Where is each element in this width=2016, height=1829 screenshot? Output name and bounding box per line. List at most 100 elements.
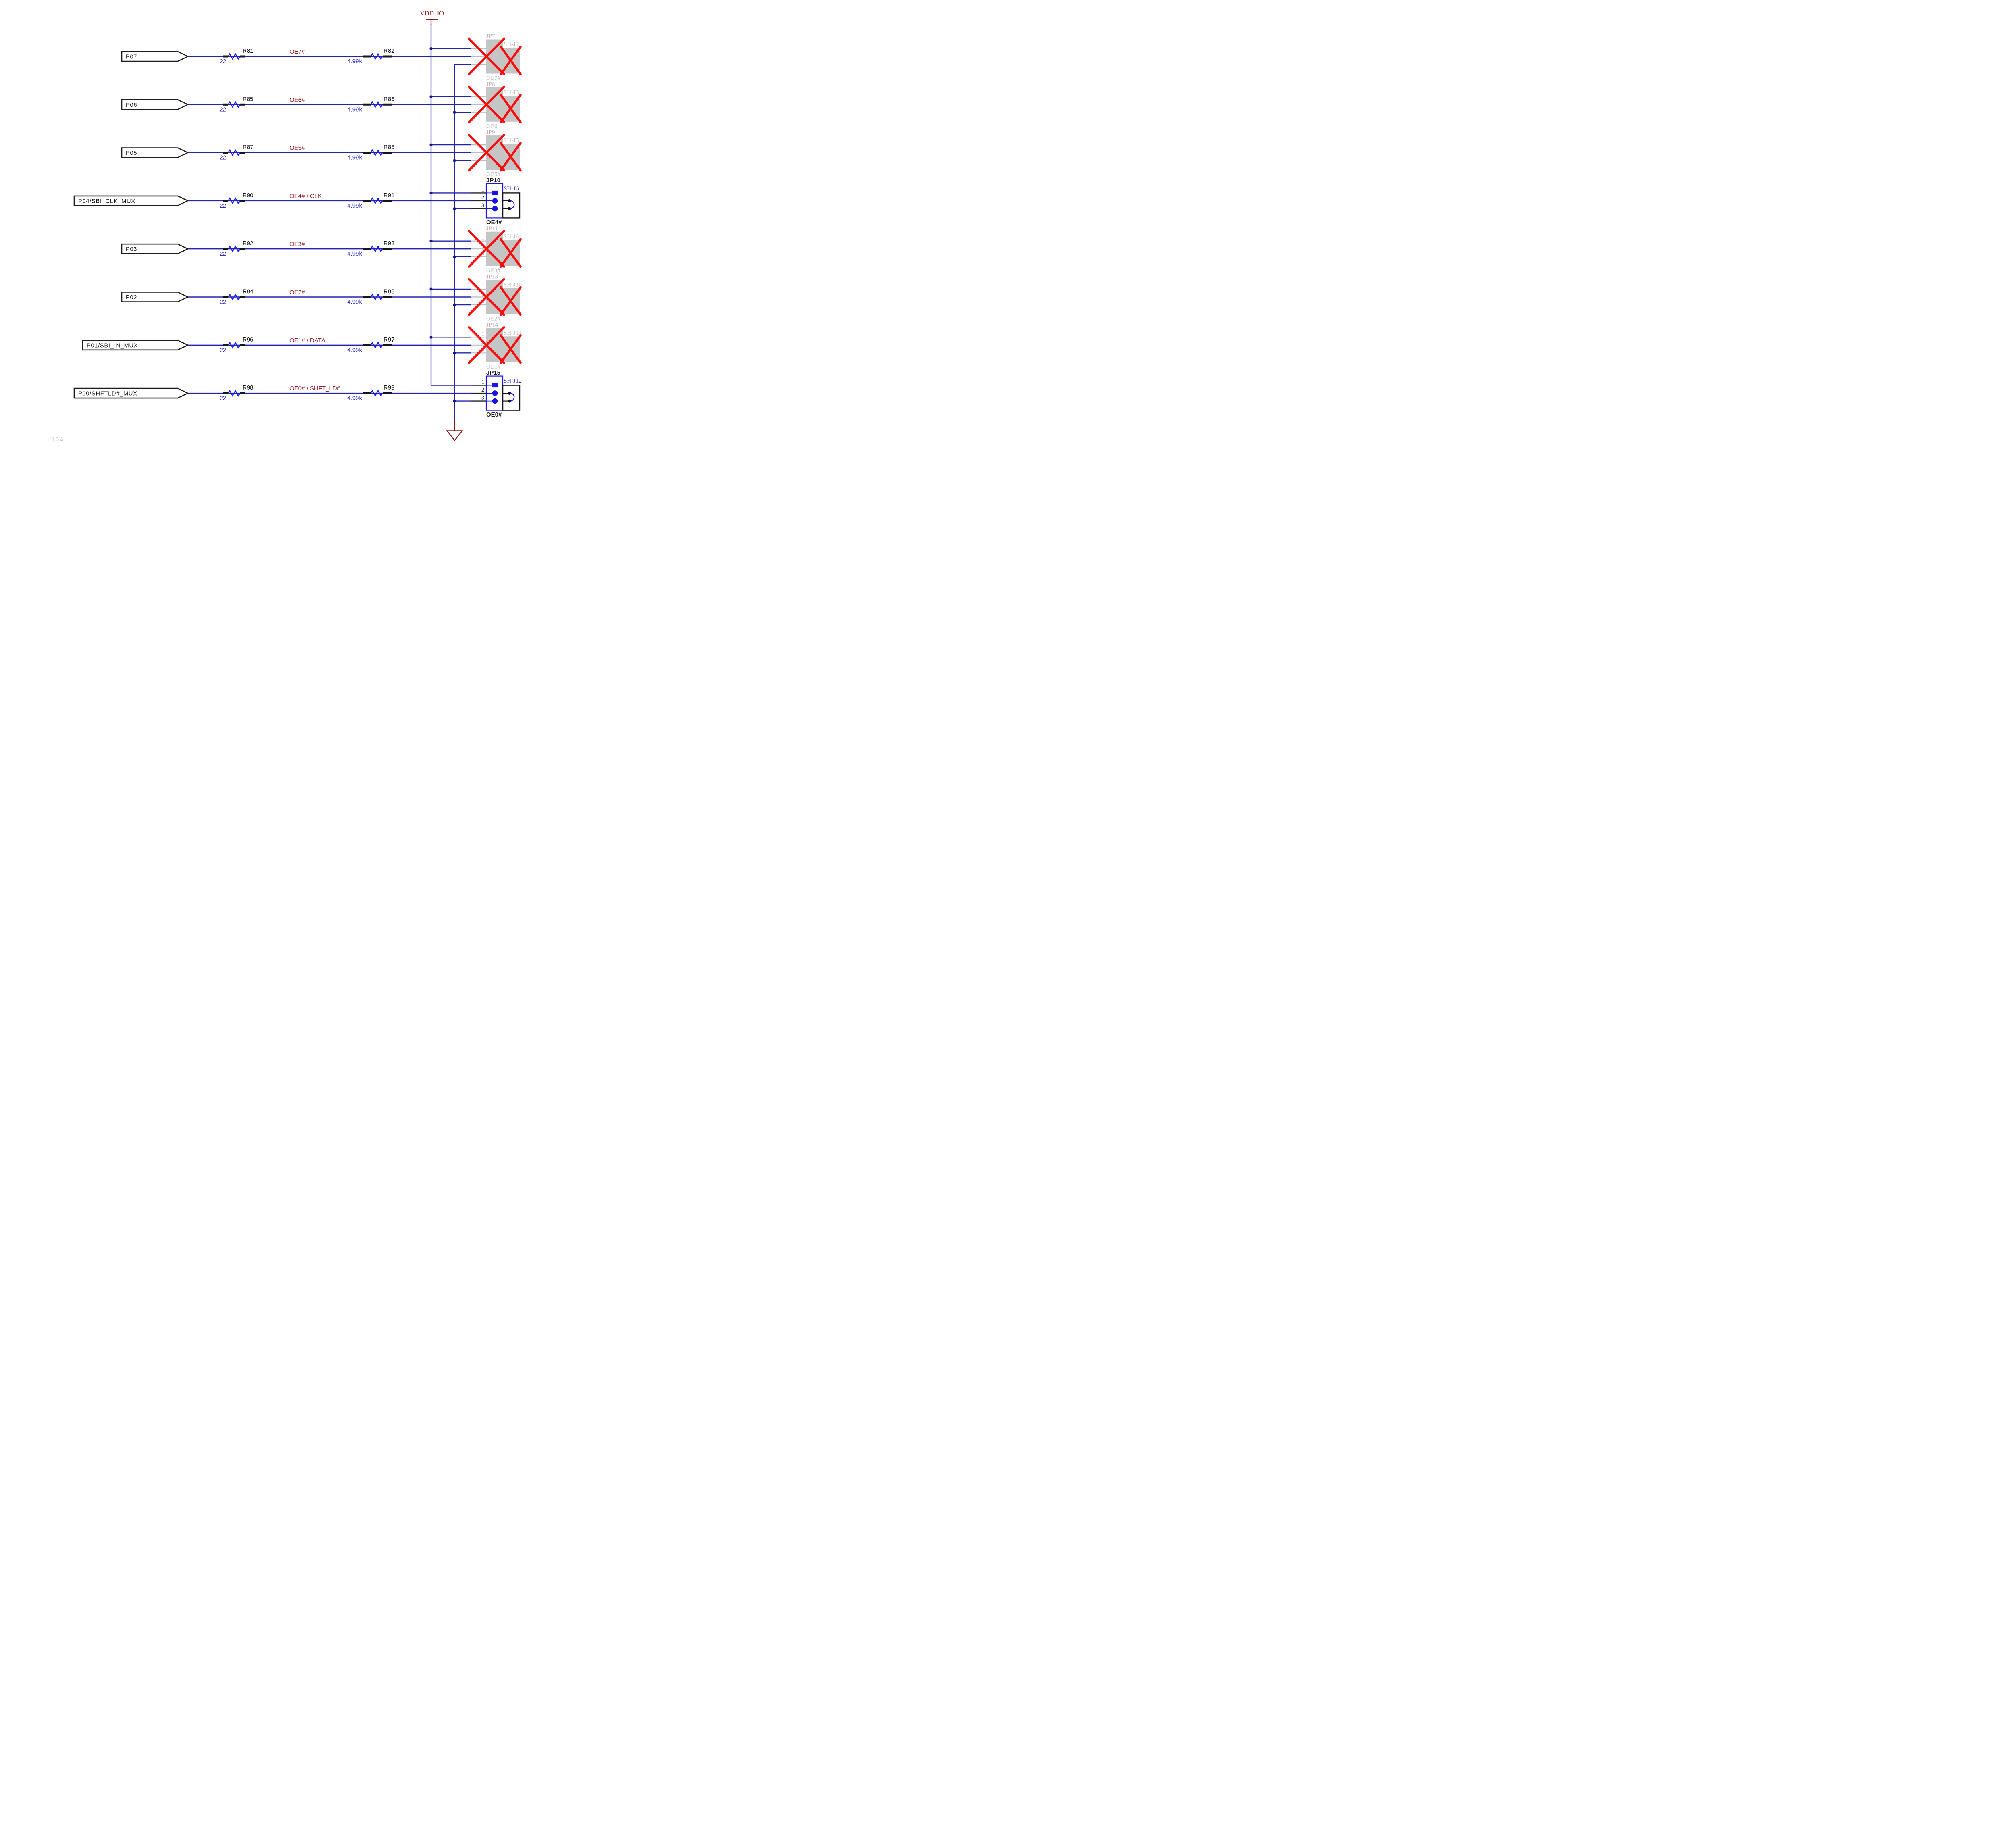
series-resistor-value: 22 (219, 58, 226, 65)
port-label: P01/SBI_IN_MUX (87, 342, 138, 349)
port-label: P02 (126, 294, 137, 301)
pin1-number: 1 (481, 283, 484, 289)
pullup-resistor-value: 4.99k (347, 395, 362, 402)
resistor-zigzag (227, 52, 240, 60)
jumper-net-label: OE0# (486, 411, 502, 418)
port-label: P03 (126, 246, 137, 253)
gnd-junction-dot (453, 159, 456, 162)
jumper-net-label: OE3# (486, 267, 500, 274)
jumper-dnp-graphic (468, 326, 522, 364)
resistor-zigzag (227, 101, 240, 108)
gnd-junction-dot (453, 351, 456, 354)
port-label: P06 (126, 102, 137, 108)
pullup-resistor-value: 4.99k (347, 250, 362, 257)
resistor-zigzag (370, 390, 383, 397)
jumper-dnp-graphic (468, 37, 522, 75)
pin1-number: 1 (481, 139, 484, 145)
resistor-zigzag (227, 293, 240, 301)
series-resistor-value: 22 (219, 202, 226, 209)
shunt-pin2-dot (508, 199, 511, 202)
dnp-cross-icon (468, 85, 505, 124)
pullup-resistor: R86 4.99k (347, 96, 394, 113)
jumper-header-body (486, 328, 503, 362)
pullup-resistor-ref: R91 (383, 192, 395, 199)
jumper-header-body (486, 280, 503, 314)
gnd-junction-dot (453, 111, 456, 114)
shunt-label: SH-J2 (504, 41, 519, 48)
series-resistor-ref: R92 (242, 240, 254, 247)
pin1-number: 1 (481, 379, 484, 385)
pullup-resistor-ref: R82 (383, 48, 395, 54)
oe-jumper-row: P03 R92 22 OE3# R93 4.99k (121, 225, 522, 274)
port-label: P00/SHFTLD#_MUX (78, 391, 137, 397)
dnp-cross-icon (500, 46, 522, 75)
resistor-zigzag (227, 390, 240, 397)
dnp-cross-icon (500, 286, 522, 316)
pullup-resistor-ref: R93 (383, 240, 395, 247)
dnp-cross-icon (500, 94, 522, 124)
shunt-label: SH-J11 (504, 330, 521, 336)
vdd-junction-dot (429, 95, 433, 98)
pullup-resistor: R99 4.99k (347, 384, 394, 402)
pullup-resistor-value: 4.99k (347, 299, 362, 306)
jumper-refdes: JP13 (486, 274, 498, 280)
resistor-zigzag (370, 101, 383, 108)
jumper-net-label: OE1# (486, 364, 500, 370)
shunt-label: SH-J6 (504, 185, 519, 192)
jumper-refdes: JP10 (486, 177, 500, 184)
gnd-triangle-icon (446, 430, 464, 441)
gnd-junction-dot (453, 255, 456, 258)
pin2-number: 2 (481, 387, 484, 393)
jumper-net-label: OE6 (486, 123, 498, 129)
pin1-square-pad (492, 190, 498, 195)
pullup-resistor: R91 4.99k (347, 192, 394, 209)
vdd-junction-dot (429, 287, 433, 291)
series-resistor: R94 22 (219, 288, 253, 306)
port-flag (121, 99, 190, 110)
jumper-refdes: JP15 (486, 369, 500, 376)
sheet-corner-label: 19A (51, 437, 64, 442)
pin1-number: 1 (481, 235, 484, 241)
jumper-dnp-graphic (468, 278, 522, 316)
pin1-number: 1 (481, 331, 484, 337)
vdd-junction-dot (429, 335, 433, 339)
pin3-round-pad (492, 398, 498, 404)
dnp-cross-icon (468, 278, 505, 316)
pullup-resistor: R97 4.99k (347, 336, 394, 354)
dnp-cross-icon (500, 238, 522, 268)
port-label: P05 (126, 150, 137, 156)
jumper-header-body (486, 231, 503, 266)
resistor-zigzag (370, 52, 383, 60)
port-flag (121, 243, 190, 254)
gnd-junction-dot (453, 400, 456, 403)
resistor-zigzag (227, 149, 240, 156)
shunt-body (502, 385, 521, 411)
net-label: OE0# / SHFT_LD# (289, 385, 341, 392)
resistor-zigzag (227, 245, 240, 253)
jumper-refdes: JP7 (486, 33, 495, 40)
resistor-zigzag (370, 293, 383, 301)
dnp-cross-icon (468, 230, 505, 268)
series-resistor: R92 22 (219, 240, 253, 257)
jumper-dnp-graphic (468, 133, 522, 172)
oe-jumper-row: P01/SBI_IN_MUX R96 22 OE1# / DATA R97 4.… (82, 322, 522, 370)
net-label: OE6# (289, 96, 305, 103)
series-resistor-ref: R87 (242, 144, 254, 151)
jumper-header-body (486, 39, 503, 74)
pullup-resistor-ref: R95 (383, 288, 395, 295)
resistor-zigzag (227, 197, 240, 204)
pullup-resistor-ref: R97 (383, 336, 395, 343)
pullup-resistor: R95 4.99k (347, 288, 394, 306)
jumper-dnp-graphic (468, 85, 522, 124)
shunt-pin3-dot (508, 207, 511, 210)
port-flag (82, 340, 190, 351)
gnd-junction-dot (453, 207, 456, 210)
series-resistor-ref: R94 (242, 288, 254, 295)
pin3-number: 3 (481, 395, 484, 401)
schematic-canvas: 1 2 3 (51, 10, 522, 442)
jumper-refdes: JP11 (486, 225, 498, 232)
pin1-square-pad (492, 383, 498, 388)
series-resistor-ref: R85 (242, 96, 254, 102)
jumper-net-label: OE2# (486, 316, 500, 322)
pin1-number: 1 (481, 91, 484, 97)
